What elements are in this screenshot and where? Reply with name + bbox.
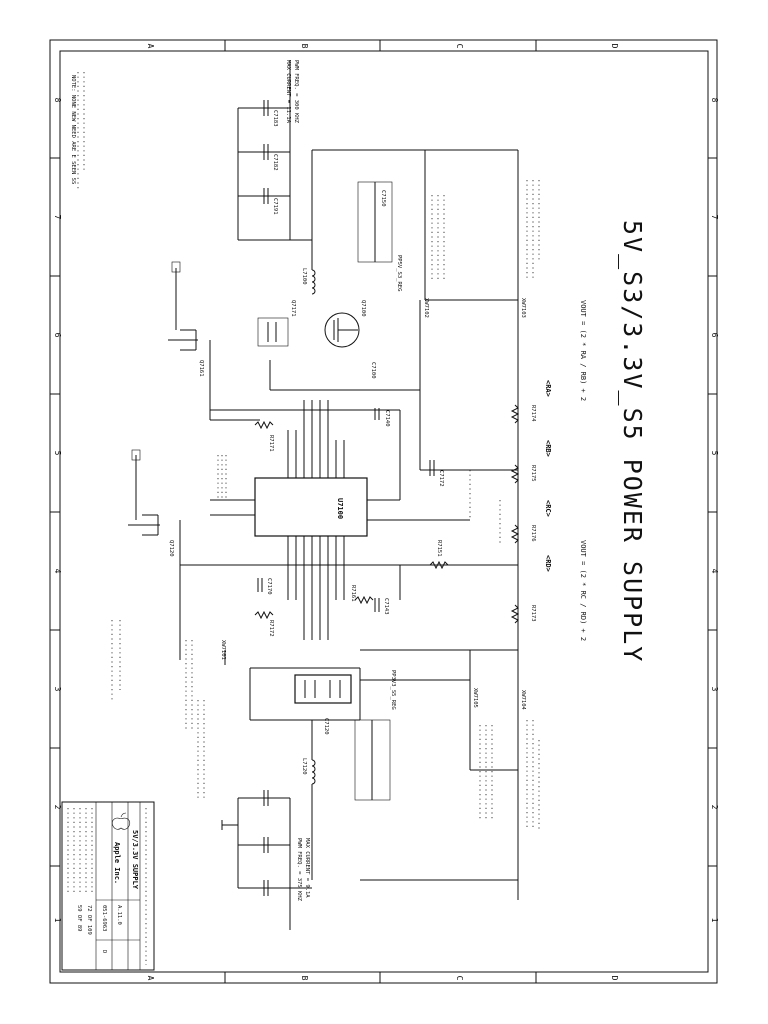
label-c7172: C7172 xyxy=(438,470,444,487)
label-r7171: R7171 xyxy=(268,435,274,452)
label-r7161: R7161 xyxy=(350,585,356,602)
label-xw7101: XW7101 xyxy=(220,640,226,660)
zone-number-1-left: 1 xyxy=(53,918,62,923)
zone-number-2-right: 2 xyxy=(710,805,719,810)
zone-number-4-right: 4 xyxy=(710,569,719,574)
titleblock-sheet-b: 59 OF 89 xyxy=(76,905,82,932)
label-xw7103: XW7103 xyxy=(520,298,526,318)
zone-number-2-left: 2 xyxy=(53,805,62,810)
label-c7100: C7100 xyxy=(370,362,376,379)
zone-number-5-right: 5 xyxy=(710,451,719,456)
spec-top-max-current: MAX CURRENT = 11.1A xyxy=(285,60,291,124)
divider-label-rc: <RC> xyxy=(544,500,552,517)
label-xw7104: XW7104 xyxy=(520,690,526,711)
titleblock-sheet-a: 72 OF 109 xyxy=(86,905,92,935)
spec-bottom-max-current: MAX CURRENT = 9.1A xyxy=(304,838,310,898)
zone-number-6-left: 6 xyxy=(53,333,62,338)
upper-converter: C7183 C7182 C7191 L7100 C7150 PP5V_S3_RE… xyxy=(237,60,518,379)
divider-label-ra: <RA> xyxy=(544,380,552,397)
label-r7151: R7151 xyxy=(436,540,442,557)
label-xw7105: XW7105 xyxy=(472,688,478,708)
apple-logo-icon xyxy=(111,812,131,830)
zone-number-7-right: 7 xyxy=(710,215,719,220)
zone-letter-d-bottom: D xyxy=(610,976,619,981)
equation-vout-upper: VOUT = (2 * RA / RB) + 2 xyxy=(579,300,587,401)
zone-letter-d-top: D xyxy=(610,44,619,49)
zone-letter-b-top: B xyxy=(300,44,309,49)
zone-number-6-right: 6 xyxy=(710,333,719,338)
label-c7120: C7120 xyxy=(323,718,329,735)
label-c7182: C7182 xyxy=(272,154,278,171)
zone-number-3-right: 3 xyxy=(710,687,719,692)
label-xw7102: XW7102 xyxy=(423,298,429,318)
zone-letters: A B C D A B C D xyxy=(146,44,619,981)
design-note: NOTE: NONE NEW NEED ARE E SEEN SS xyxy=(70,75,76,184)
page-title-text: 5V_S3/3.3V_S5 POWER SUPPLY xyxy=(618,220,647,663)
spec-bottom-freq: PWM FREQ. = 375 KHZ xyxy=(296,838,302,902)
label-q7161: Q7161 xyxy=(198,360,204,377)
equation-vout-lower: VOUT = (2 * RC / RD) + 2 xyxy=(579,540,587,641)
label-c7150: C7150 xyxy=(380,190,386,207)
divider-label-rb: <RB> xyxy=(544,440,552,457)
ic-ref-label: U7100 xyxy=(336,498,344,519)
label-r7174: R7174 xyxy=(530,405,536,422)
zone-letter-a-top: A xyxy=(146,44,155,49)
zone-number-4-left: 4 xyxy=(53,569,62,574)
label-q7100: Q7100 xyxy=(360,300,366,317)
titleblock-doc-number: 051-6963 xyxy=(101,905,107,932)
label-q7171: Q7171 xyxy=(290,300,296,317)
label-c7183: C7183 xyxy=(272,110,278,127)
zone-letter-a-bottom: A xyxy=(146,976,155,981)
divider-label-rd: <RD> xyxy=(544,555,552,572)
label-c7170: C7170 xyxy=(266,578,272,595)
zone-number-5-left: 5 xyxy=(53,451,62,456)
zone-number-8-left: 8 xyxy=(53,98,62,103)
label-r7173: R7173 xyxy=(530,605,536,622)
title-block: Apple Inc. 5V/3.3V SUPPLY 051-6963 D A.1… xyxy=(61,801,155,971)
label-pp5v-s3: PP5V_S3_REG xyxy=(396,255,402,291)
feedback-divider-network: <RA> <RB> <RC> <RD> R7174 R7175 R7176 R7… xyxy=(510,150,552,900)
page-title: 5V_S3/3.3V_S5 POWER SUPPLY xyxy=(618,220,647,663)
zone-number-7-left: 7 xyxy=(53,215,62,220)
label-l7120: L7120 xyxy=(301,758,307,775)
label-r7175: R7175 xyxy=(530,465,536,482)
lower-converter: L7120 C7120 XW7105 PP3V3_S5_REG xyxy=(221,649,518,930)
titleblock-version: A.11.0 xyxy=(116,905,122,925)
zone-number-3-left: 3 xyxy=(53,687,62,692)
enable-transistor-q7120: Q7120 xyxy=(128,449,181,660)
label-r7172: R7172 xyxy=(268,620,274,637)
enable-transistor-q7161: Q7161 xyxy=(168,261,260,421)
zone-letter-c-top: C xyxy=(455,44,464,49)
border-frame xyxy=(49,39,718,984)
zone-numbers: 8 7 6 5 4 3 2 1 8 7 6 5 4 3 2 1 xyxy=(53,98,719,923)
label-c7140: C7140 xyxy=(384,410,390,427)
titleblock-rev: D xyxy=(101,950,107,953)
label-r7176: R7176 xyxy=(530,525,536,542)
label-pp3v3-s5: PP3V3_S5_REG xyxy=(390,670,396,710)
label-q7120: Q7120 xyxy=(168,540,174,557)
zone-letter-c-bottom: C xyxy=(455,976,464,981)
zone-number-1-right: 1 xyxy=(710,918,719,923)
zone-number-8-right: 8 xyxy=(710,98,719,103)
zone-letter-b-bottom: B xyxy=(300,976,309,981)
label-l7100: L7100 xyxy=(301,268,307,285)
spec-top-freq: PWM FREQ. = 300 KHZ xyxy=(293,60,299,124)
label-c7191: C7191 xyxy=(272,198,278,215)
titleblock-page-title: 5V/3.3V SUPPLY xyxy=(131,830,139,890)
controller-ic: U7100 R7171 R7172 xyxy=(111,300,518,800)
label-c7143: C7143 xyxy=(383,598,389,615)
titleblock-company: Apple Inc. xyxy=(113,842,121,884)
